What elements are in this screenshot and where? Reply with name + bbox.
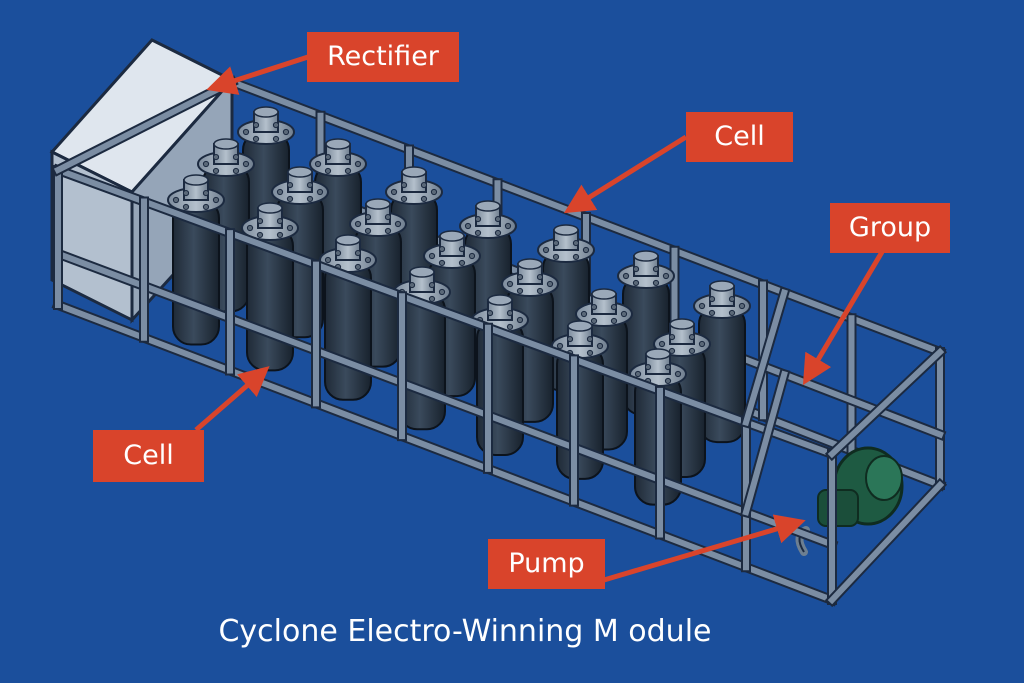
arrow-group [802,250,885,386]
callout-cell-bottom: Cell [93,430,204,482]
frame-crossbeam [739,368,791,519]
diagram-caption: Cyclone Electro-Winning M odule [218,614,712,649]
callout-arrows [194,54,885,583]
callout-cell-top: Cell [686,112,793,162]
arrow-cell-bottom [194,366,270,432]
callout-rectifier: Rectifier [307,32,459,82]
cell [167,174,225,346]
frame-crossbeam [51,75,239,177]
arrow-rectifier [206,54,309,95]
frame-crossbeam [824,477,948,608]
arrow-cell-top [563,134,688,214]
arrow-pump [603,514,806,583]
frame-beam [51,163,839,461]
callout-group: Group [830,203,950,253]
callout-pump: Pump [488,539,605,589]
frame-crossbeam [739,286,791,429]
frame-beam [51,247,839,551]
frame-crossbeam [824,344,948,462]
